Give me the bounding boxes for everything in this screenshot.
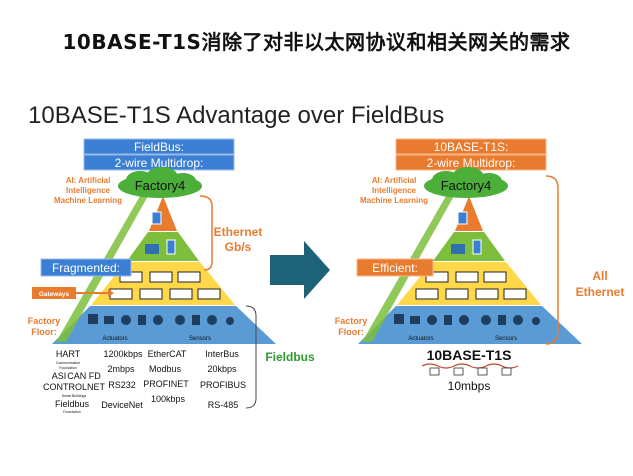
- right-server-icon: [457, 211, 468, 225]
- left-layer-control: [127, 232, 199, 261]
- right-layer-control: [433, 232, 505, 261]
- right-multidrop-bus: [421, 363, 519, 376]
- right-state-label: Efficient:: [372, 261, 418, 275]
- protocol-item: Modbus: [149, 364, 182, 374]
- left-ai-label-2: Intelligence: [66, 186, 111, 195]
- protocol-item: ASI: [52, 371, 67, 381]
- protocol-item: EtherCAT: [148, 349, 187, 359]
- protocol-item: Fieldbus: [55, 399, 90, 409]
- right-all-ethernet-1: All: [592, 269, 607, 283]
- protocol-item: HART: [56, 349, 81, 359]
- protocol-item: 20kbps: [207, 364, 237, 374]
- right-pyramid: 10BASE-T1S: 2-wire Multidrop: Factory4 A…: [335, 138, 625, 393]
- left-controller-icon: [166, 239, 176, 255]
- right-layer-floor: [358, 306, 582, 344]
- left-actuators-label: Actuators: [102, 336, 127, 342]
- left-sensors-label: Sensors: [189, 336, 211, 342]
- left-ai-label-3: Machine Learning: [54, 196, 122, 205]
- left-floor-label-1: Factory: [28, 316, 61, 326]
- protocol-item: PROFIBUS: [200, 380, 246, 390]
- right-state-box: [356, 258, 434, 277]
- left-fieldbus-label: Fieldbus: [265, 350, 315, 364]
- left-gateways-label: Gateways: [39, 291, 70, 298]
- slide-title: 10BASE-T1S Advantage over FieldBus: [28, 102, 445, 129]
- protocol-item: PROFINET: [143, 379, 189, 389]
- protocol-item: InterBus: [205, 349, 239, 359]
- left-header-top: [83, 138, 235, 155]
- left-gateways-box: [32, 287, 76, 299]
- left-plc-row: [109, 271, 221, 300]
- left-factory-label: Factory4: [135, 178, 186, 193]
- right-floor-icons: [394, 314, 540, 325]
- left-server-icon: [151, 211, 162, 225]
- right-header-line1: 10BASE-T1S:: [434, 140, 509, 154]
- right-actuators-label: Actuators: [408, 336, 433, 342]
- protocol-sub: Smart Buildings: [62, 394, 87, 398]
- left-state-label: Fragmented:: [52, 261, 120, 275]
- protocol-item: 2mbps: [107, 364, 135, 374]
- right-floor-label-1: Factory: [335, 316, 368, 326]
- left-header-line1: FieldBus:: [134, 140, 184, 154]
- protocol-item: 1200kbps: [103, 349, 143, 359]
- right-ai-label-3: Machine Learning: [360, 196, 428, 205]
- left-protocol-grid: HART Communication Foundation 1200kbps E…: [43, 349, 246, 414]
- left-ethernet-label-1: Ethernet: [214, 225, 263, 239]
- protocol-item: RS-485: [208, 400, 239, 410]
- left-cloud-icon: [118, 167, 202, 198]
- left-ai-label-1: AI: Artificial: [66, 176, 111, 185]
- right-sensors-label: Sensors: [495, 336, 517, 342]
- left-pyramid: FieldBus: 2-wire Multidrop: Factory4 AI:…: [28, 138, 315, 414]
- right-header-top: [395, 138, 547, 155]
- right-ai-label-2: Intelligence: [372, 186, 417, 195]
- left-ethernet-label-2: Gb/s: [225, 240, 252, 254]
- right-factory-label: Factory4: [441, 178, 492, 193]
- protocol-item: CAN FD: [67, 371, 101, 381]
- right-header-line2: 2-wire Multidrop:: [427, 156, 516, 170]
- protocol-sub: Foundation: [63, 410, 81, 414]
- left-header-line2: 2-wire Multidrop:: [115, 156, 204, 170]
- right-cloud-icon: [424, 167, 508, 198]
- right-ai-label-1: AI: Artificial: [372, 176, 417, 185]
- protocol-sub: Communication: [56, 361, 80, 365]
- protocol-item: DeviceNet: [101, 400, 143, 410]
- left-ethernet-bracket: [199, 195, 213, 271]
- left-machine-icon: [145, 244, 159, 254]
- right-ethernet-bracket: [545, 175, 559, 345]
- transition-arrow: [270, 241, 330, 299]
- protocol-item: RS232: [108, 380, 136, 390]
- headline: 10BASE-T1S消除了对非以太网协议和相关网关的需求: [62, 30, 571, 54]
- left-floor-label-2: Floor:: [31, 327, 57, 337]
- left-floor-icons: [88, 314, 234, 325]
- right-all-ethernet-2: Ethernet: [576, 285, 625, 299]
- right-standard-label: 10BASE-T1S: [427, 347, 512, 363]
- right-plc-row: [415, 271, 527, 300]
- right-controller-icon: [472, 239, 482, 255]
- right-floor-label-2: Floor:: [338, 327, 364, 337]
- left-state-box: [40, 258, 132, 277]
- left-layer-floor: [52, 306, 276, 344]
- right-speed-label: 10mbps: [448, 379, 491, 393]
- left-fieldbus-bracket: [245, 305, 257, 409]
- protocol-item: 100kbps: [151, 394, 186, 404]
- protocol-item: CONTROLNET: [43, 382, 106, 392]
- protocol-sub: Foundation: [59, 366, 77, 370]
- right-machine-icon: [451, 244, 465, 254]
